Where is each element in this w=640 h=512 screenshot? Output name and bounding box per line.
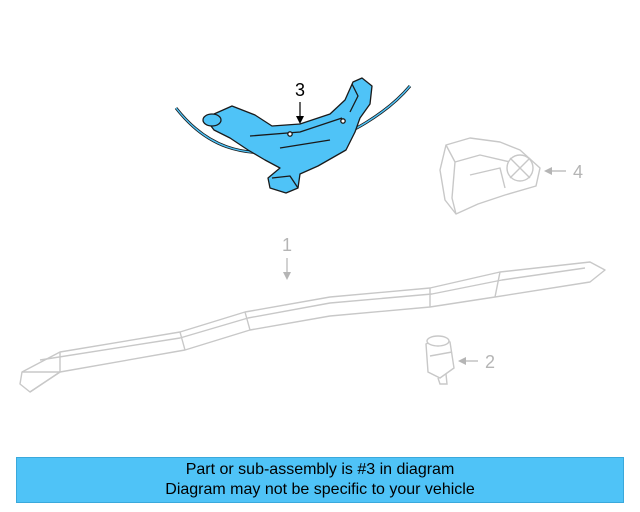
info-banner: Part or sub-assembly is #3 in diagram Di… [16, 457, 624, 503]
part-2-bushing [425, 335, 455, 385]
callout-2[interactable]: 2 [458, 352, 495, 372]
callout-3-label: 3 [295, 80, 305, 100]
callout-4[interactable]: 4 [544, 162, 583, 182]
callout-2-label: 2 [485, 352, 495, 372]
parts-diagram: 3 4 1 2 [19, 77, 606, 393]
part-1-spoiler [19, 261, 606, 393]
callout-1[interactable]: 1 [282, 235, 292, 280]
banner-line-1: Part or sub-assembly is #3 in diagram [185, 461, 455, 478]
callout-3[interactable]: 3 [295, 80, 305, 124]
banner-line-2: Diagram may not be specific to your vehi… [165, 481, 475, 498]
callout-4-label: 4 [573, 162, 583, 182]
callout-1-label: 1 [282, 235, 292, 255]
part-3-bracket [174, 77, 412, 194]
part-4-motor [439, 137, 541, 215]
part-3-tube-end [202, 113, 222, 127]
